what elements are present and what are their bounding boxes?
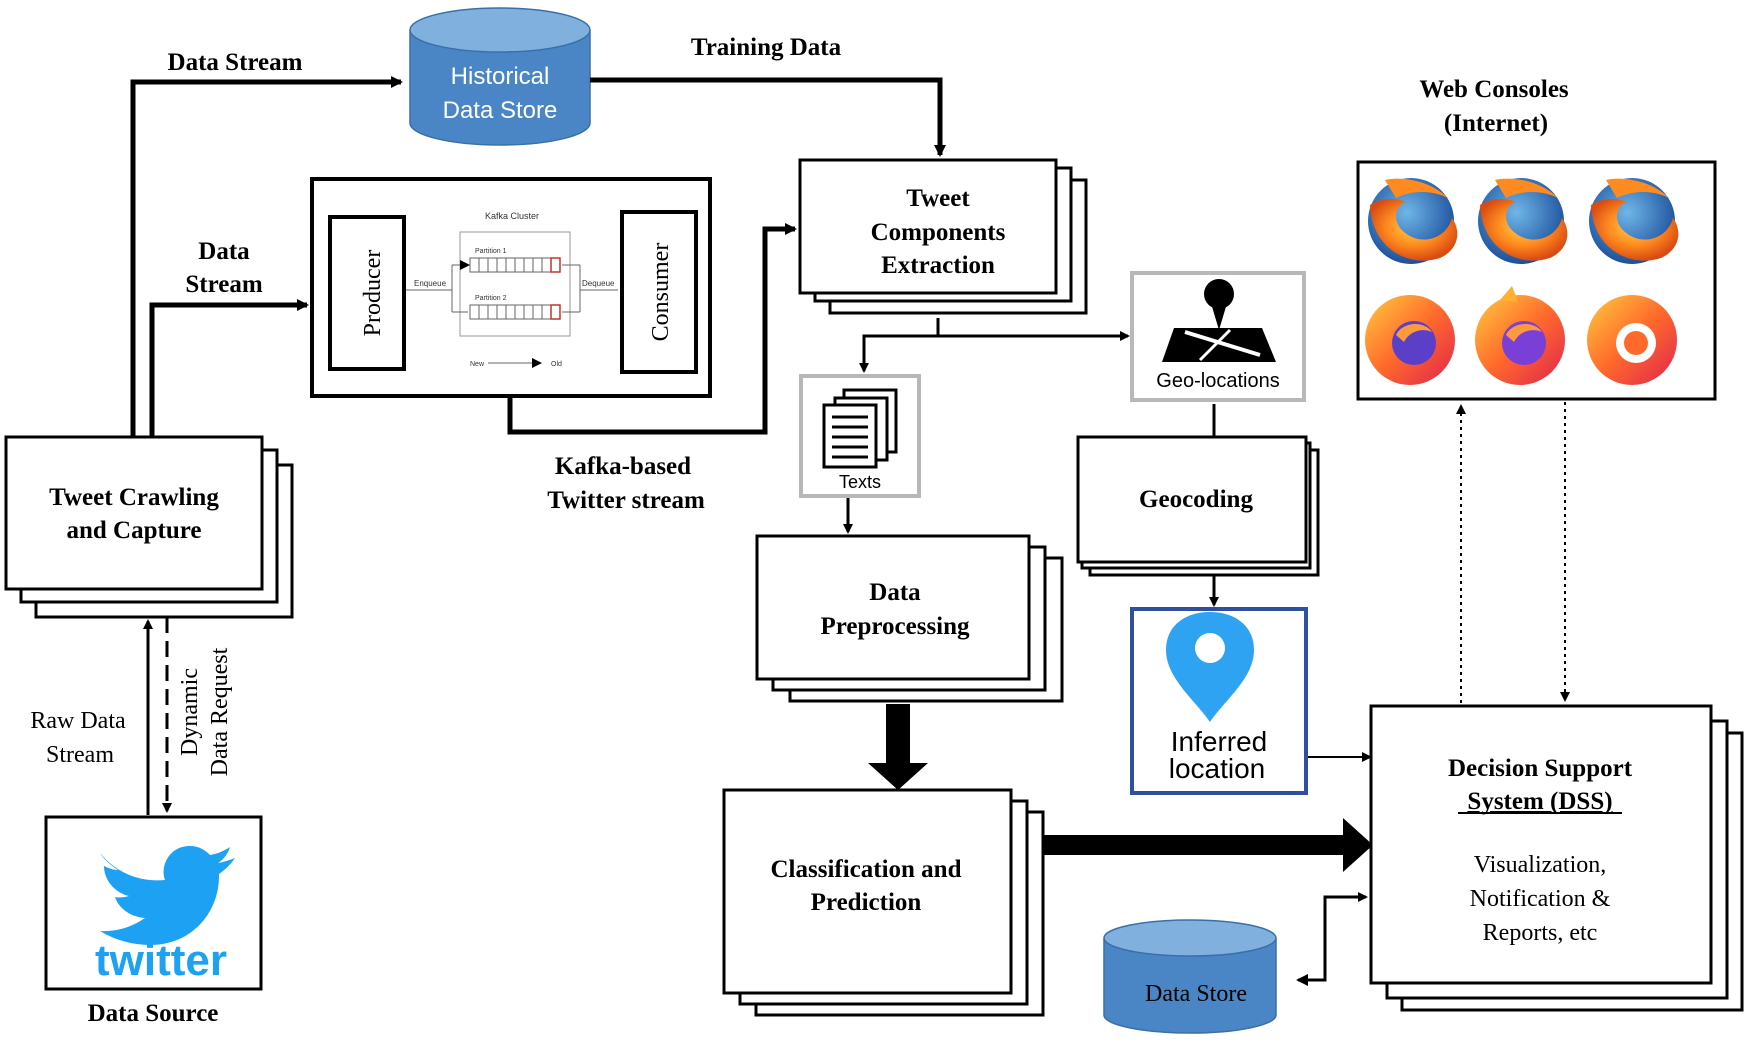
to-texts-arrow — [859, 318, 940, 373]
web-consoles-line2: (Internet) — [1444, 110, 1548, 137]
svg-text:Enqueue: Enqueue — [414, 279, 447, 288]
firefox-icon — [1589, 178, 1679, 264]
tweet-crawling-line2: and Capture — [67, 517, 202, 544]
classification-to-dss-arrow — [1043, 818, 1373, 872]
kafka-cluster-node: Producer Consumer Kafka Cluster Partitio… — [310, 177, 712, 398]
web-consoles-node — [1356, 160, 1717, 401]
preprocessing-to-classification-arrow — [868, 704, 928, 790]
geo-location-icon — [1162, 279, 1276, 362]
dss-title-line2: System (DSS) — [1467, 788, 1612, 815]
svg-text:Dequeue: Dequeue — [582, 279, 615, 288]
firefox-icon — [1475, 286, 1565, 385]
firefox-icon — [1587, 295, 1677, 385]
geocoding-label: Geocoding — [1139, 486, 1253, 513]
kafka-stream-label-2: Twitter stream — [547, 487, 705, 514]
data-source-node: twitter Data Source — [44, 815, 263, 1027]
twitter-bird-icon — [100, 846, 235, 945]
svg-text:Partition 1: Partition 1 — [475, 248, 507, 255]
tweet-crawling-node: Tweet Crawling and Capture — [4, 435, 294, 619]
data-store-node: Data Store — [1103, 919, 1277, 1034]
preprocessing-node: Data Preprocessing — [755, 534, 1064, 703]
firefox-icon — [1368, 178, 1458, 264]
dss-title-line1: Decision Support — [1448, 755, 1633, 782]
tweet-components-line1: Tweet — [906, 185, 970, 212]
datastore-dss-arrow — [1296, 892, 1368, 986]
classification-node: Classification and Prediction — [722, 788, 1045, 1017]
geocoding-node: Geocoding — [1076, 435, 1320, 577]
svg-text:New: New — [470, 361, 485, 368]
tweet-components-line2: Components — [871, 219, 1006, 246]
dss-node: Decision Support System (DSS) Visualizat… — [1369, 704, 1744, 1012]
inferred-location-line2: location — [1169, 753, 1266, 784]
raw-data-label-2: Stream — [46, 742, 114, 768]
preprocessing-line2: Preprocessing — [820, 613, 970, 640]
texts-label: Texts — [839, 472, 881, 492]
data-stream-mid-label-2: Stream — [185, 271, 262, 298]
classification-line1: Classification and — [770, 856, 961, 883]
training-data-label: Training Data — [691, 34, 842, 61]
tweet-components-line3: Extraction — [881, 252, 995, 279]
texts-node: Texts — [799, 374, 921, 498]
kafka-stream-arrow — [507, 223, 797, 435]
data-stream-top-label: Data Stream — [168, 49, 303, 76]
dss-body-line3: Reports, etc — [1483, 920, 1598, 946]
dss-body-line1: Visualization, — [1474, 852, 1607, 878]
svg-text:Old: Old — [551, 361, 562, 368]
preprocessing-line1: Data — [869, 579, 921, 606]
raw-data-label-1: Raw Data — [30, 708, 126, 734]
consumer-label: Consumer — [648, 243, 674, 342]
web-consoles-line1: Web Consoles — [1419, 76, 1569, 103]
producer-label: Producer — [360, 250, 386, 337]
kafka-stream-label-1: Kafka-based — [555, 453, 691, 480]
dynamic-request-label-1: Dynamic — [177, 668, 203, 756]
kafka-cluster-label: Kafka Cluster — [485, 211, 539, 221]
inferred-location-node: Inferred location — [1130, 607, 1308, 795]
training-data-arrow — [590, 77, 946, 157]
firefox-icon — [1365, 295, 1455, 385]
historical-store-line2: Data Store — [443, 97, 558, 124]
tweet-crawling-line1: Tweet Crawling — [49, 484, 219, 511]
twitter-wordmark: twitter — [95, 936, 227, 985]
document-stack-icon — [822, 388, 898, 469]
dss-body-line2: Notification & — [1470, 886, 1611, 912]
inferred-location-line1: Inferred — [1171, 726, 1268, 757]
geo-locations-label: Geo-locations — [1156, 370, 1279, 392]
data-source-label: Data Source — [88, 1000, 219, 1027]
data-stream-mid-label-1: Data — [198, 238, 250, 265]
map-pin-icon — [1166, 612, 1254, 722]
svg-text:Partition 2: Partition 2 — [475, 295, 507, 302]
historical-data-store: Historical Data Store — [409, 7, 591, 146]
geo-locations-node: Geo-locations — [1130, 271, 1306, 402]
data-stream-mid-arrow — [149, 299, 309, 437]
firefox-icon — [1478, 178, 1568, 264]
data-store-label: Data Store — [1145, 981, 1247, 1007]
data-stream-top-arrow — [130, 76, 403, 437]
tweet-components-node: Tweet Components Extraction — [798, 158, 1088, 315]
classification-line2: Prediction — [811, 889, 922, 916]
dynamic-request-label-2: Data Request — [207, 647, 233, 776]
historical-store-line1: Historical — [451, 63, 550, 90]
